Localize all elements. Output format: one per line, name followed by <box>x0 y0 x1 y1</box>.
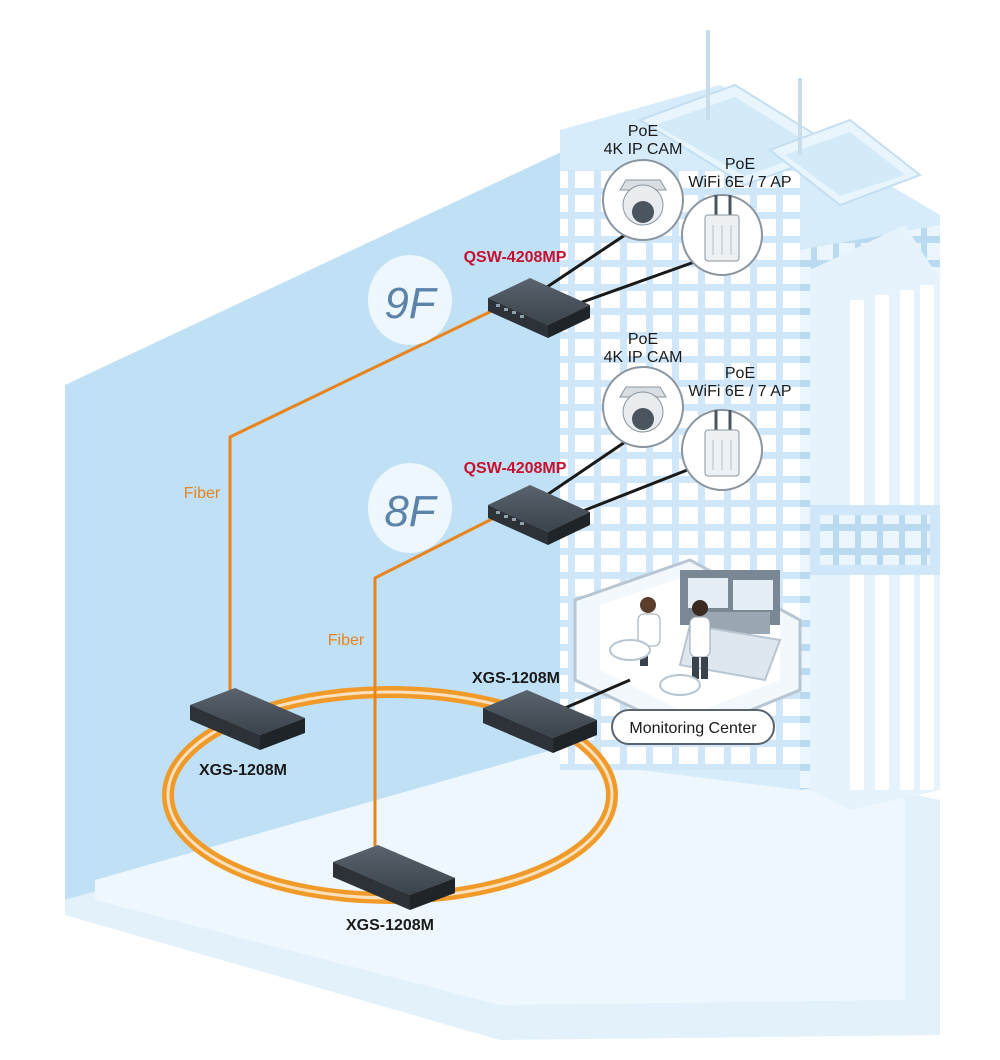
monitoring-center-badge: Monitoring Center <box>611 709 775 745</box>
xgs-bottom-label: XGS-1208M <box>346 917 434 934</box>
ptz-camera-icon <box>602 366 684 448</box>
cam-8f-label-line2: 4K IP CAM <box>604 349 683 366</box>
fiber-links <box>228 305 501 850</box>
xgs-right-label: XGS-1208M <box>472 670 560 687</box>
floor-badge-9f: 9F <box>368 255 452 345</box>
ap-8f-label-line2: WiFi 6E / 7 AP <box>688 383 791 400</box>
cam-8f-label-line1: PoE <box>628 331 658 348</box>
xgs-left-label: XGS-1208M <box>199 762 287 779</box>
operator-workstation-icon <box>609 597 711 696</box>
wifi-access-point-icon <box>681 194 763 276</box>
floor-badge-8f: 8F <box>368 463 452 553</box>
ptz-camera-icon <box>602 159 684 241</box>
floor-label-9f: 9F <box>384 279 437 328</box>
qsw-9f-label: QSW-4208MP <box>464 249 567 266</box>
monitoring-center-label: Monitoring Center <box>629 720 757 737</box>
cam-9f-label-line1: PoE <box>628 123 658 140</box>
qsw-8f-label: QSW-4208MP <box>464 460 567 477</box>
network-switch-icon <box>190 688 305 750</box>
fiber-label-upper: Fiber <box>184 485 221 502</box>
monitoring-room <box>573 558 802 737</box>
floor-label-8f: 8F <box>384 487 437 536</box>
network-switch-icon <box>488 485 590 545</box>
ap-9f-label-line2: WiFi 6E / 7 AP <box>688 174 791 191</box>
wifi-access-point-icon <box>681 409 763 491</box>
network-switch-icon <box>483 690 597 753</box>
cam-9f-label-line2: 4K IP CAM <box>604 141 683 158</box>
network-switch-icon <box>488 278 590 338</box>
network-switch-icon <box>333 845 455 910</box>
ap-8f-label-line1: PoE <box>725 365 755 382</box>
fiber-label-lower: Fiber <box>328 632 365 649</box>
ap-9f-label-line1: PoE <box>725 156 755 173</box>
